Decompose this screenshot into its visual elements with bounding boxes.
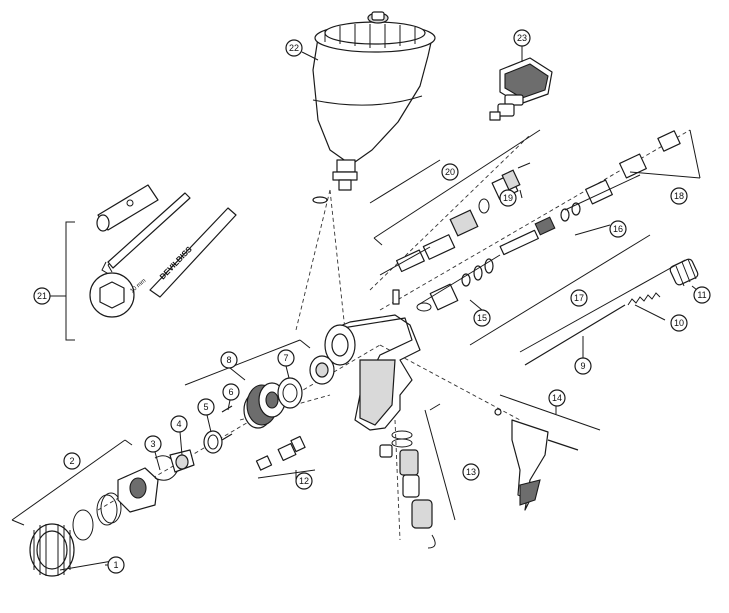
svg-text:23: 23: [517, 33, 527, 43]
svg-text:4: 4: [176, 419, 181, 429]
callout-15: 15: [469, 299, 491, 327]
callout-1: 1: [105, 556, 125, 574]
paint-cup: [312, 11, 436, 204]
svg-text:8: 8: [226, 355, 231, 365]
svg-text:9: 9: [580, 361, 585, 371]
gun-body: [309, 289, 421, 431]
svg-text:18: 18: [674, 191, 684, 201]
trigger-group: [494, 408, 579, 511]
svg-text:21: 21: [37, 291, 47, 301]
callout-17: 17: [570, 289, 588, 307]
callout-16: 16: [574, 220, 627, 238]
svg-text:5: 5: [203, 402, 208, 412]
callout-4: 4: [170, 415, 188, 456]
svg-text:7: 7: [283, 353, 288, 363]
callout-20: 20: [441, 163, 459, 181]
callout-8: 8: [220, 351, 246, 381]
callout-18: 18: [670, 187, 688, 205]
svg-text:19: 19: [503, 193, 513, 203]
tool-kit: DEVILBISS 10 mm: [65, 184, 237, 341]
svg-text:17: 17: [574, 293, 584, 303]
svg-text:16: 16: [613, 224, 623, 234]
callout-19: 19: [499, 189, 523, 207]
callout-6: 6: [222, 383, 240, 411]
callout-9: 9: [574, 336, 592, 375]
svg-text:13: 13: [466, 467, 476, 477]
callout-3: 3: [144, 435, 162, 471]
svg-text:11: 11: [697, 290, 706, 300]
needle-group: [395, 130, 699, 366]
svg-text:12: 12: [299, 476, 309, 486]
svg-text:1: 1: [113, 560, 118, 570]
callout-2: 2: [63, 452, 81, 470]
callout-5: 5: [197, 398, 215, 433]
callout-12: 12: [295, 470, 313, 490]
svg-text:6: 6: [228, 387, 233, 397]
svg-text:22: 22: [289, 43, 299, 53]
svg-text:2: 2: [69, 456, 74, 466]
callout-11: 11: [691, 285, 711, 304]
callouts: 1 2 3 4 5 6 7 8 9 10 11 12 13 14 15 16 1…: [33, 29, 711, 574]
callout-23: 23: [513, 29, 531, 62]
callout-21: 21: [33, 287, 66, 305]
callout-22: 22: [285, 39, 319, 61]
cup-lid: [489, 57, 553, 121]
air-cap-group: [29, 377, 306, 577]
svg-text:15: 15: [477, 313, 487, 323]
svg-text:14: 14: [552, 393, 562, 403]
leader-lines: [11, 129, 701, 571]
air-valve-group: [379, 430, 436, 549]
callout-10: 10: [670, 314, 688, 332]
svg-text:10: 10: [674, 318, 684, 328]
svg-text:3: 3: [150, 439, 155, 449]
svg-text:20: 20: [445, 167, 455, 177]
callout-14: 14: [548, 389, 566, 414]
callout-7: 7: [277, 349, 295, 379]
callout-13: 13: [462, 463, 480, 481]
